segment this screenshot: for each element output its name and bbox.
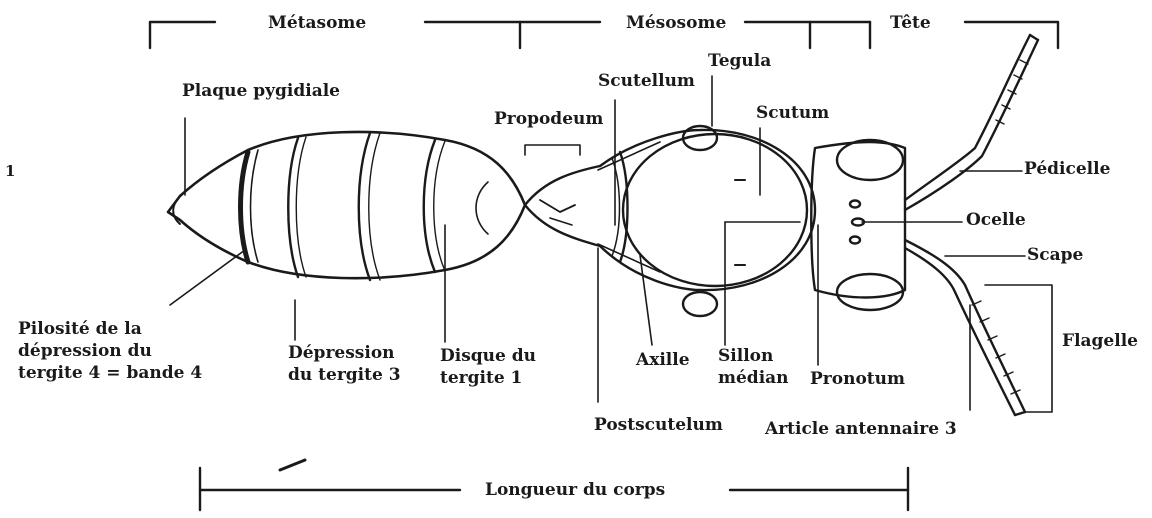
label-longueur-corps: Longueur du corps <box>485 479 665 501</box>
label-postscutelum: Postscutelum <box>594 414 723 436</box>
label-axille: Axille <box>636 349 690 371</box>
metasome-shape <box>168 132 525 280</box>
label-scutum: Scutum <box>756 102 829 124</box>
figure-number: 1 <box>5 160 15 182</box>
label-ocelle: Ocelle <box>966 209 1026 231</box>
section-mesosome: Mésosome <box>626 12 726 34</box>
section-tete: Tête <box>890 12 931 34</box>
stray-mark <box>280 460 305 470</box>
head-shape <box>811 140 905 310</box>
label-propodeum: Propodeum <box>494 108 603 130</box>
label-scape: Scape <box>1027 244 1083 266</box>
label-tegula: Tegula <box>708 50 771 72</box>
label-depression-tergite: Dépression du tergite 3 <box>288 342 418 386</box>
label-pedicelle: Pédicelle <box>1024 158 1110 180</box>
label-pronotum: Pronotum <box>810 368 905 390</box>
propodeum-shape <box>525 166 600 246</box>
mesosome-shape <box>598 126 815 316</box>
label-disque-tergite: Disque du tergite 1 <box>440 345 550 389</box>
label-flagelle: Flagelle <box>1062 330 1138 352</box>
label-pilosite: Pilosité de la dépression du tergite 4 =… <box>18 318 213 384</box>
section-metasome: Métasome <box>268 12 366 34</box>
label-scutellum: Scutellum <box>598 70 695 92</box>
label-plaque-pygidiale: Plaque pygidiale <box>182 80 340 102</box>
label-sillon-median: Sillon médian <box>718 345 798 389</box>
label-article-antennaire: Article antennaire 3 <box>765 418 957 440</box>
